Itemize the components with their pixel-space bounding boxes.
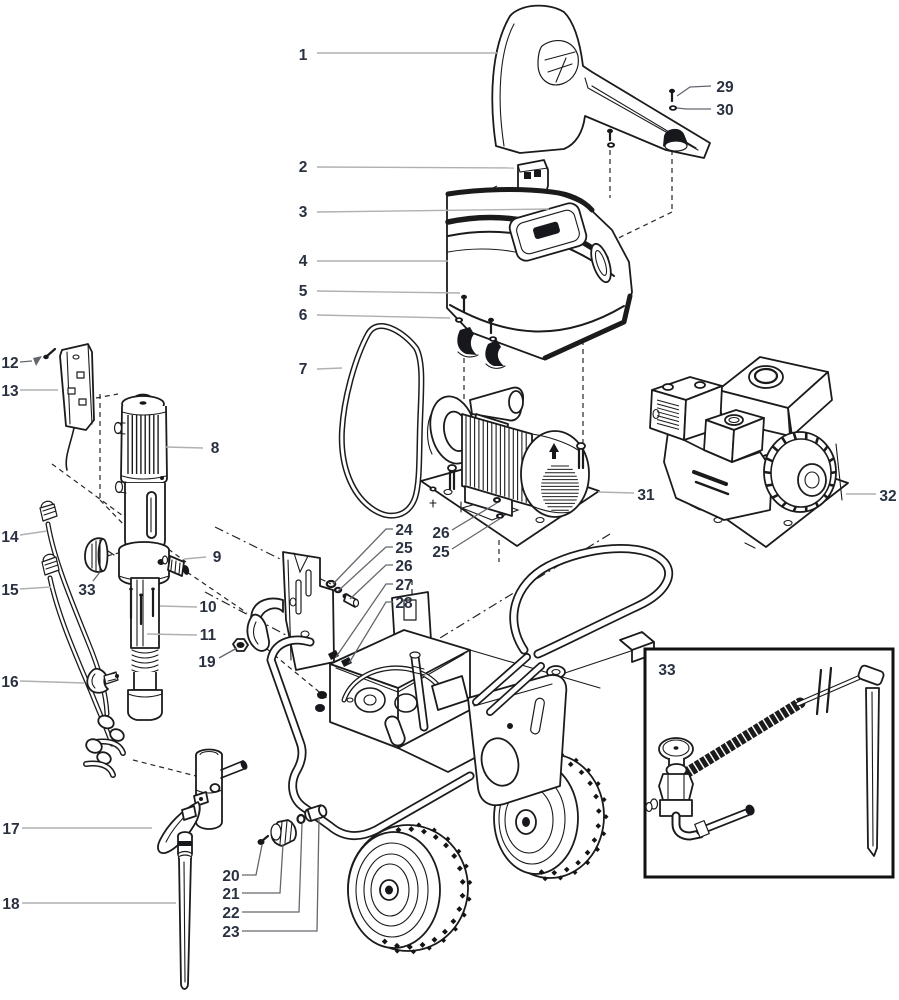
cover-latch-hooks — [457, 327, 506, 369]
prime-valve — [157, 748, 248, 860]
handle-screw-29 — [669, 88, 675, 103]
callout-2: 2 — [299, 159, 308, 176]
cart-handle-cap — [491, 4, 711, 159]
callout-8: 8 — [211, 440, 220, 457]
drive-belt — [338, 323, 425, 519]
callout-32: 32 — [879, 488, 896, 505]
callout-22: 22 — [222, 905, 239, 922]
callout-33-pump: 33 — [78, 582, 96, 599]
front-wheel — [347, 822, 473, 955]
push-handle — [472, 544, 674, 716]
callout-labels: 1 2 3 4 5 6 7 8 9 10 11 19 12 13 14 15 1… — [1, 47, 896, 941]
callout-14: 14 — [1, 529, 19, 546]
callout-28: 28 — [395, 595, 413, 612]
inset-box — [643, 647, 895, 879]
callout-20: 20 — [222, 868, 239, 885]
cart-assembly — [250, 544, 674, 955]
callout-13: 13 — [1, 383, 19, 400]
pump-fluid-section-upper — [113, 393, 170, 585]
handle-washer-30 — [669, 105, 677, 111]
callout-5: 5 — [299, 283, 308, 300]
hose-clamp — [86, 667, 119, 694]
pump-lower-tube — [127, 577, 163, 721]
callout-31: 31 — [637, 487, 655, 504]
callout-12: 12 — [1, 355, 18, 372]
callout-4: 4 — [299, 253, 308, 270]
callout-26b: 26 — [432, 525, 450, 542]
callout-10: 10 — [199, 599, 216, 616]
callout-15: 15 — [1, 582, 19, 599]
cover-screw-5 — [461, 294, 467, 314]
callout-24: 24 — [395, 522, 413, 539]
callout-29: 29 — [716, 79, 734, 96]
callout-19: 19 — [198, 654, 216, 671]
callout-7: 7 — [299, 361, 308, 378]
cover-washer-6 — [455, 317, 463, 323]
callout-3: 3 — [299, 204, 308, 221]
callout-6: 6 — [299, 307, 308, 324]
nut — [232, 638, 249, 652]
pump-mount-bracket — [250, 551, 335, 671]
pressure-control-knob — [84, 537, 115, 573]
bleed-valve-assembly — [645, 664, 885, 857]
callout-21: 21 — [222, 886, 240, 903]
frame-strut — [409, 651, 429, 732]
callout-1: 1 — [299, 47, 308, 64]
handle-screw-left — [607, 128, 615, 148]
callout-18: 18 — [2, 896, 20, 913]
leader-lines — [19, 52, 876, 932]
callout-33-inset: 33 — [658, 662, 676, 679]
suction-tube — [177, 854, 193, 990]
belt-guard-cover — [445, 187, 633, 361]
transducer-bracket — [59, 343, 95, 471]
callout-25: 25 — [395, 540, 413, 557]
pump-pins — [129, 587, 155, 626]
bumper-frame — [266, 635, 475, 840]
callout-26: 26 — [395, 558, 413, 575]
callout-25b: 25 — [432, 544, 450, 561]
bracket-fasteners — [325, 579, 360, 667]
electric-motor — [420, 386, 600, 547]
callout-23: 23 — [222, 924, 240, 941]
siphon-hose — [39, 500, 126, 778]
bracket-screw — [43, 347, 57, 360]
filter-parts — [257, 804, 328, 847]
callout-30: 30 — [716, 102, 733, 119]
callout-17: 17 — [2, 821, 19, 838]
retainer-clip — [246, 613, 270, 652]
callout-16: 16 — [1, 674, 19, 691]
callout-11: 11 — [200, 627, 217, 644]
callout-27: 27 — [395, 577, 412, 594]
gas-engine — [649, 356, 849, 549]
outlet-fitting — [161, 555, 190, 577]
callout-9: 9 — [213, 549, 222, 566]
cover-screw-pair-2 — [488, 317, 497, 342]
